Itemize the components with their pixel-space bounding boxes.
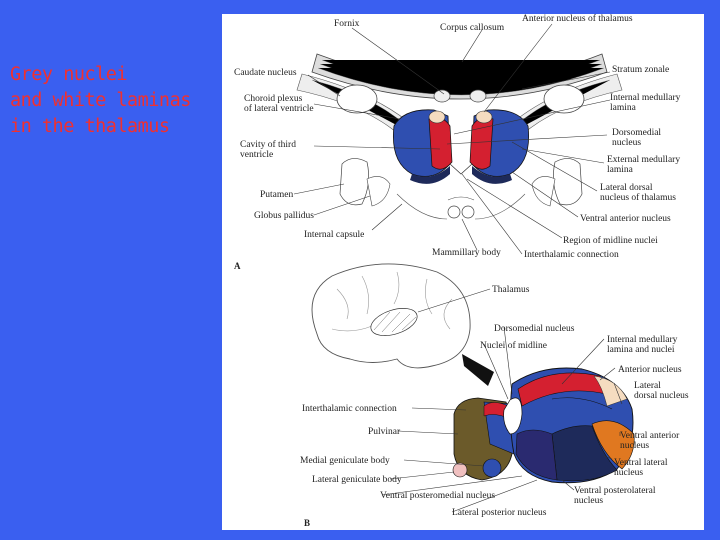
lateral-geniculate-shape	[452, 462, 468, 478]
label-caudate-nucleus: Caudate nucleus	[234, 68, 297, 78]
label-corpus-callosum: Corpus callosum	[440, 23, 505, 33]
dorsomedial-right-red	[469, 117, 494, 170]
label-internal-capsule: Internal capsule	[304, 230, 364, 240]
dorsomedial-left-red	[428, 117, 453, 170]
thalamus-in-brain	[370, 308, 418, 336]
label-interthalamic-connection-b: Interthalamic connection	[302, 404, 397, 414]
caudate-right-shape	[543, 84, 585, 114]
label-anterior-nucleus-a: Anterior nucleus of thalamus	[522, 14, 633, 24]
label-interthalamic-connection-a: Interthalamic connection	[524, 250, 619, 260]
panel-b-letter: B	[304, 518, 310, 528]
interthalamic-shape	[503, 397, 523, 435]
ventral-posterior-3d	[515, 429, 558, 481]
label-globus-pallidus: Globus pallidus	[254, 211, 314, 221]
fornix-left-shape	[433, 89, 451, 103]
label-nuclei-of-midline: Nuclei of midline	[480, 340, 547, 351]
putamen-right	[553, 158, 583, 206]
label-medial-geniculate-body: Medial geniculate body	[300, 456, 390, 466]
mammillary-right	[461, 205, 475, 219]
anterior-nucleus-right	[475, 110, 493, 124]
thalamus-diagram: Fornix Corpus callosum Anterior nucleus …	[234, 14, 689, 528]
ventral-lateral-3d	[551, 425, 618, 482]
label-mammillary-body: Mammillary body	[432, 248, 501, 258]
slide-title: Grey nuclei and white laminas in the tha…	[10, 64, 191, 137]
leaders-a	[293, 23, 611, 255]
fornix-right-shape	[469, 89, 487, 103]
label-putamen: Putamen	[260, 190, 293, 200]
label-ventral-posteromedial-nucleus: Ventral posteromedial nucleus	[380, 491, 495, 501]
label-region-midline-nuclei: Region of midline nuclei	[563, 235, 658, 246]
globus-pallidus-right	[531, 176, 556, 207]
anterior-nucleus-left	[428, 110, 446, 124]
anterior-nucleus-3d	[593, 375, 628, 407]
panel-a-letter: A	[234, 261, 241, 271]
ventral-right-dark	[472, 166, 512, 184]
label-fornix: Fornix	[334, 19, 360, 29]
medial-geniculate-shape	[482, 458, 502, 478]
thalamus-3d	[452, 367, 635, 484]
caudate-left-shape	[336, 84, 378, 114]
globus-pallidus-left	[366, 176, 391, 207]
coronal-section	[296, 53, 623, 220]
mammillary-left	[447, 205, 461, 219]
pointer-arrow	[462, 354, 494, 386]
label-ventral-anterior-nucleus-a: Ventral anterior nucleus	[580, 214, 671, 224]
label-dorsomedial-nucleus-b: Dorsomedial nucleus	[494, 324, 575, 334]
label-pulvinar: Pulvinar	[368, 427, 401, 437]
leaders-b	[381, 288, 623, 513]
ventral-anterior-3d	[591, 420, 635, 470]
brain-outline	[311, 263, 471, 369]
label-anterior-nucleus-b: Anterior nucleus	[618, 365, 682, 375]
label-lateral-geniculate-body: Lateral geniculate body	[312, 475, 402, 485]
ventral-left-dark	[410, 166, 450, 184]
label-thalamus: Thalamus	[492, 285, 530, 295]
thalamus-figure: Fornix Corpus callosum Anterior nucleus …	[222, 14, 704, 530]
label-lateral-posterior-nucleus: Lateral posterior nucleus	[452, 508, 547, 518]
putamen-left	[339, 158, 369, 206]
label-stratum-zonale: Stratum zonale	[612, 65, 669, 75]
